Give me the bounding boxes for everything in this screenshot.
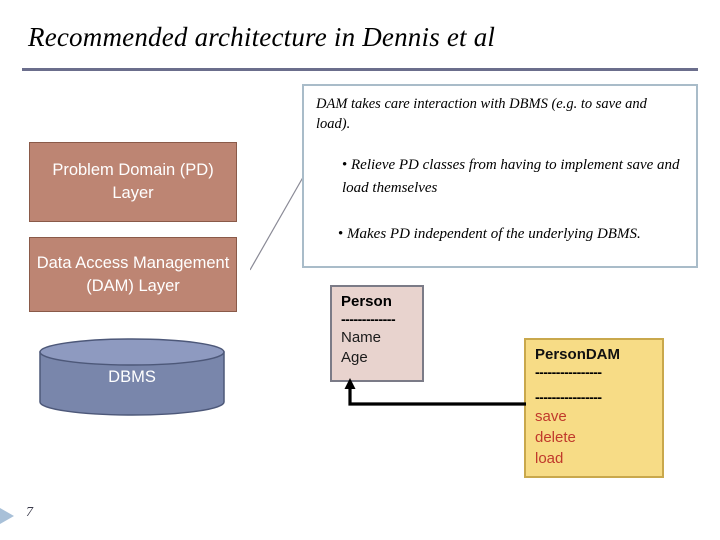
uml-class-persondam-operation: save — [535, 408, 567, 425]
uml-class-person-name: Person — [341, 293, 392, 310]
callout-bullet-2-text: Makes PD independent of the underlying D… — [347, 226, 641, 242]
footer-chevron-icon — [0, 508, 14, 524]
uml-class-persondam-separator-top: ---------------- — [535, 364, 602, 380]
uml-class-person: Person ------------- Name Age — [330, 285, 424, 382]
problem-domain-layer-label: Problem Domain (PD) Layer — [52, 161, 214, 202]
callout-lead-text: DAM takes care interaction with DBMS (e.… — [316, 96, 647, 132]
uml-class-person-attribute: Age — [341, 349, 368, 366]
uml-class-persondam-separator-bottom: ---------------- — [535, 389, 602, 405]
data-access-management-layer-box: Data Access Management (DAM) Layer — [29, 237, 237, 312]
callout-bullet-1-text: Relieve PD classes from having to implem… — [342, 157, 680, 196]
page-title: Recommended architecture in Dennis et al — [28, 22, 496, 52]
problem-domain-layer-box: Problem Domain (PD) Layer — [29, 142, 237, 222]
bullet-icon: • — [338, 226, 344, 242]
page-number: 7 — [26, 505, 33, 520]
callout-leader-line — [250, 171, 307, 271]
uml-class-persondam: PersonDAM ---------------- -------------… — [524, 338, 664, 478]
callout-textbox: DAM takes care interaction with DBMS (e.… — [302, 84, 698, 268]
bullet-icon: • — [342, 157, 348, 173]
uml-class-person-attribute: Name — [341, 329, 382, 346]
uml-class-persondam-operation: load — [535, 450, 564, 467]
callout-bullet-2: • Makes PD independent of the underlying… — [338, 223, 690, 246]
callout-bullet-1: • Relieve PD classes from having to impl… — [342, 154, 686, 200]
dbms-cylinder-icon — [39, 338, 225, 416]
data-access-management-layer-label: Data Access Management (DAM) Layer — [36, 253, 230, 295]
uml-class-persondam-name: PersonDAM — [535, 346, 621, 363]
title-divider — [22, 68, 698, 71]
uml-class-person-separator: ------------- — [341, 311, 396, 327]
uml-class-persondam-operation: delete — [535, 429, 576, 446]
